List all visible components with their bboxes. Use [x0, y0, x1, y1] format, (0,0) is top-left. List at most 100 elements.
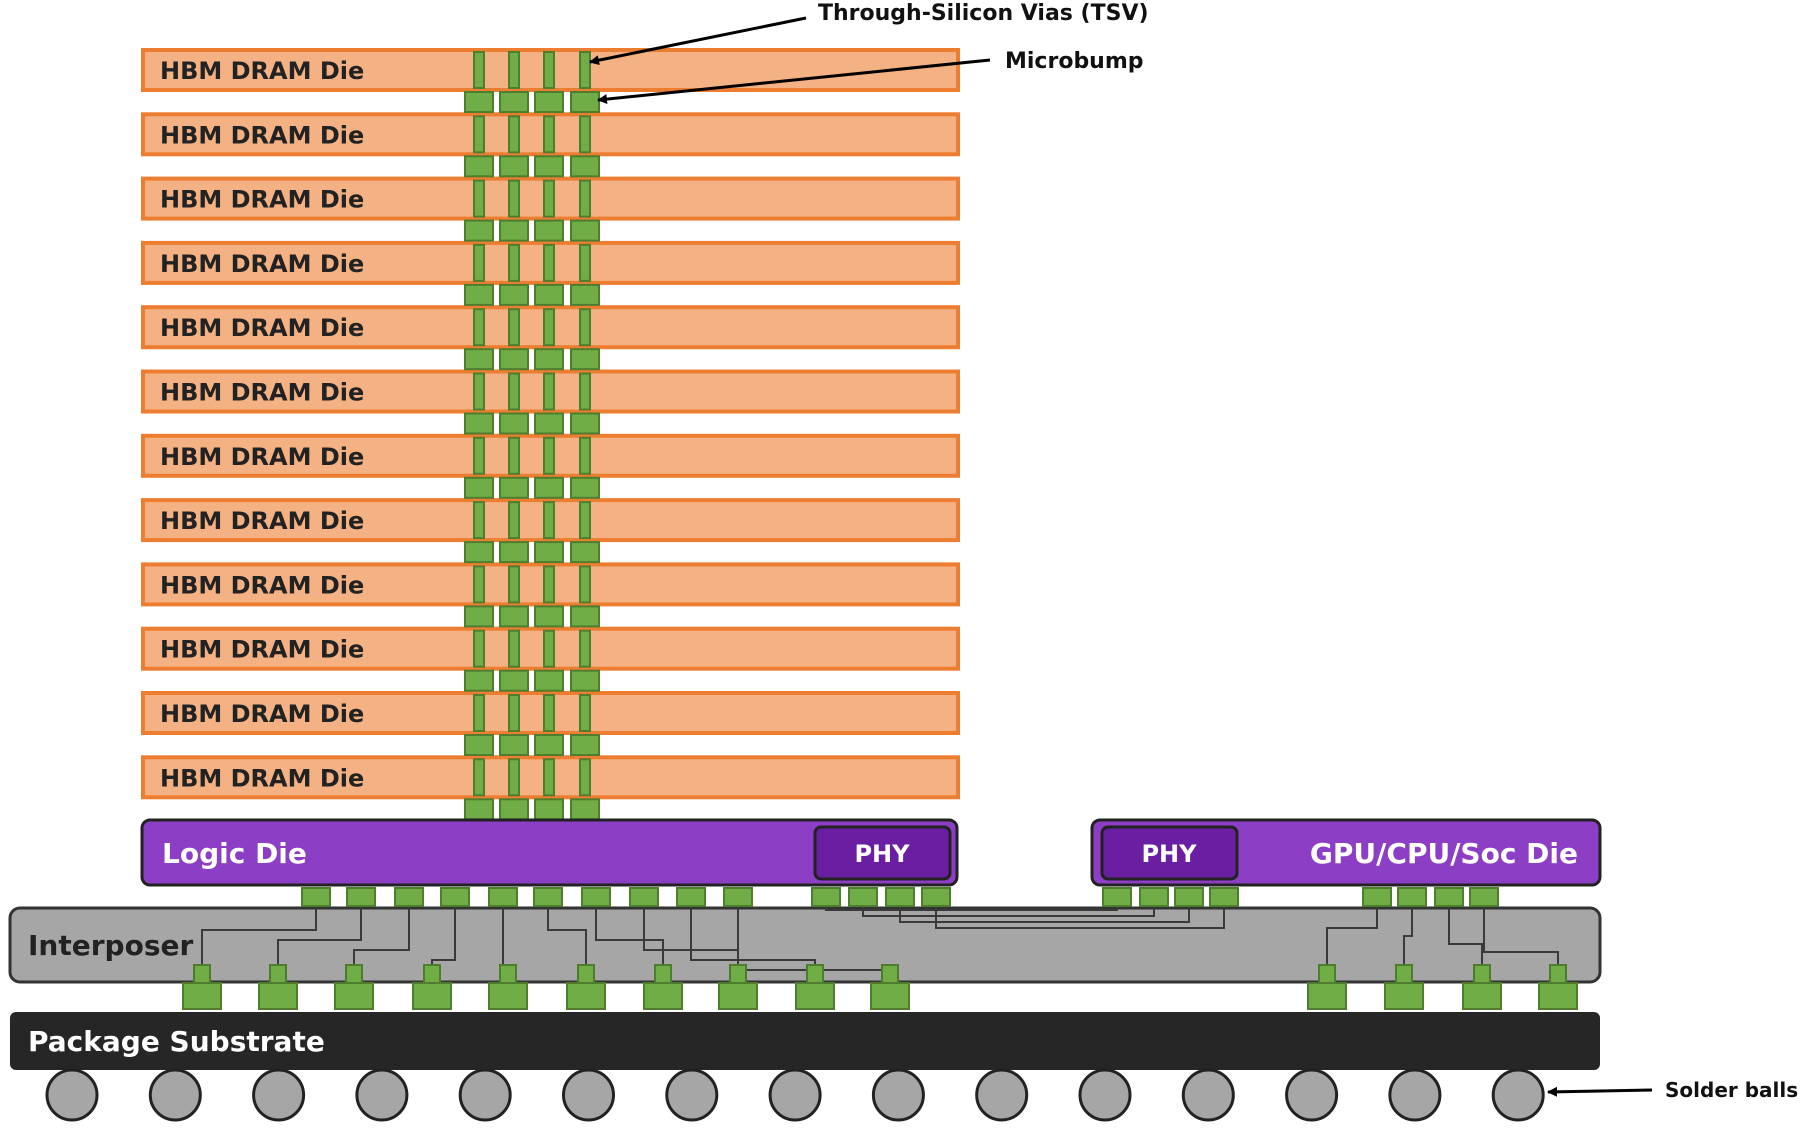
gpu-phy-block: [1100, 825, 1239, 881]
c4-bump-stem: [345, 964, 363, 984]
microbump: [534, 412, 564, 435]
microbump: [1469, 887, 1499, 907]
microbump: [464, 412, 494, 435]
microbump: [534, 155, 564, 178]
phy-link-trace: [862, 906, 1155, 917]
microbump: [534, 734, 564, 756]
solder-ball: [768, 1068, 822, 1122]
solder-balls-callout-label: Solder balls: [1665, 1078, 1798, 1102]
microbump: [570, 155, 600, 178]
c4-bump: [182, 982, 222, 1010]
microbump: [921, 887, 951, 907]
tsv: [473, 694, 485, 732]
microbump: [1362, 887, 1392, 907]
microbump: [534, 219, 564, 242]
microbump: [534, 283, 564, 306]
tsv: [508, 501, 520, 540]
microbump: [488, 887, 518, 907]
c4-bump: [258, 982, 298, 1010]
microbump: [499, 541, 529, 564]
tsv: [579, 179, 591, 218]
c4-bump: [488, 982, 528, 1010]
tsv: [543, 758, 555, 797]
hbm-dram-die-label: HBM DRAM Die: [160, 250, 364, 278]
microbump: [581, 887, 611, 907]
c4-bump-stem: [1473, 964, 1491, 984]
tsv: [543, 565, 555, 604]
tsv: [579, 758, 591, 797]
phy-link-trace: [935, 906, 1225, 929]
c4-bump: [566, 982, 606, 1010]
microbump: [534, 541, 564, 564]
tsv: [508, 565, 520, 604]
microbump: [464, 476, 494, 499]
logic-phy-block: [813, 825, 952, 881]
microbump: [499, 669, 529, 692]
microbump: [534, 669, 564, 692]
solder-balls-callout-arrow: [1547, 1086, 1653, 1097]
solder-ball: [1388, 1068, 1442, 1122]
tsv-callout-arrow: [589, 16, 807, 66]
microbump: [1139, 887, 1169, 907]
microbump: [301, 887, 331, 907]
microbump: [464, 734, 494, 756]
tsv: [543, 629, 555, 668]
c4-bump-stem: [423, 964, 441, 984]
solder-ball: [1078, 1068, 1132, 1122]
solder-ball: [665, 1068, 719, 1122]
phy-link-trace: [899, 906, 1190, 923]
interposer-trace: [277, 906, 362, 965]
microbump: [499, 605, 529, 628]
microbump: [464, 669, 494, 692]
tsv: [473, 115, 485, 154]
tsv: [543, 51, 555, 89]
tsv: [508, 51, 520, 89]
c4-bump-stem: [577, 964, 595, 984]
tsv: [473, 629, 485, 668]
tsv: [508, 758, 520, 797]
microbump: [499, 155, 529, 178]
hbm-dram-die-label: HBM DRAM Die: [160, 507, 364, 535]
tsv: [508, 694, 520, 732]
microbump: [464, 798, 494, 821]
microbump: [570, 541, 600, 564]
gpu-die-label: GPU/CPU/Soc Die: [1310, 837, 1578, 870]
c4-bump-stem: [881, 964, 899, 984]
solder-ball: [45, 1068, 99, 1122]
microbump: [499, 91, 529, 113]
microbump: [570, 412, 600, 435]
microbump: [1174, 887, 1204, 907]
interposer-trace: [1448, 906, 1483, 965]
c4-bump: [1462, 982, 1502, 1010]
interposer-trace: [690, 906, 816, 965]
c4-bump-stem: [193, 964, 211, 984]
tsv: [508, 308, 520, 347]
c4-bump-stem: [806, 964, 824, 984]
c4-bump-stem: [729, 964, 747, 984]
microbump: [570, 476, 600, 499]
c4-bump: [1538, 982, 1578, 1010]
solder-ball: [975, 1068, 1029, 1122]
solder-ball: [148, 1068, 202, 1122]
tsv: [508, 115, 520, 154]
microbump: [499, 412, 529, 435]
tsv: [508, 629, 520, 668]
microbump: [570, 91, 600, 113]
microbump: [570, 734, 600, 756]
solder-ball: [458, 1068, 512, 1122]
microbump: [629, 887, 659, 907]
microbump: [394, 887, 424, 907]
hbm-dram-die-label: HBM DRAM Die: [160, 443, 364, 471]
c4-bump-stem: [1549, 964, 1567, 984]
c4-bump-stem: [654, 964, 672, 984]
tsv: [543, 308, 555, 347]
solder-ball: [871, 1068, 925, 1122]
tsv: [473, 436, 485, 475]
microbump: [676, 887, 706, 907]
solder-ball: [252, 1068, 306, 1122]
solder-ball: [1491, 1068, 1545, 1122]
microbump-callout-label: Microbump: [1005, 49, 1144, 74]
c4-bump: [718, 982, 758, 1010]
interposer: Interposer: [8, 906, 1602, 984]
